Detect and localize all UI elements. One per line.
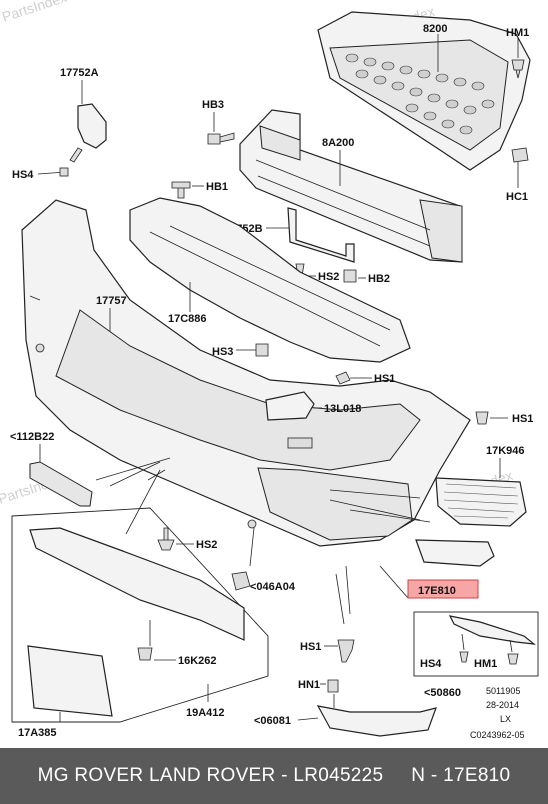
under-tray-part[interactable] [29,527,245,641]
screw-icon [157,527,175,551]
label-hs1[interactable]: HS1 [300,641,321,653]
screw-icon [255,343,269,357]
group-frame [413,611,539,677]
footer-bar: MG ROVER LAND ROVER - LR045225 N - 17E81… [0,748,548,804]
label-hb2[interactable]: HB2 [368,273,390,285]
label-hs4[interactable]: HS4 [12,169,34,181]
bumper-cover-part[interactable] [21,199,471,547]
ref-line: 5011905 [486,686,520,696]
label-17k946[interactable]: 17K946 [486,445,525,457]
label-hn1[interactable]: HN1 [298,679,320,691]
label-hm1[interactable]: HM1 [474,658,497,670]
fog-lamp-bezel-part[interactable] [415,539,495,567]
license-plate-bracket-part[interactable] [27,645,113,717]
label-hs1[interactable]: HS1 [512,413,533,425]
tow-cover-part[interactable] [265,391,315,421]
screw-icon [459,651,469,663]
fog-grille-part[interactable] [435,477,527,527]
bracket-part[interactable] [77,103,107,149]
label-17e810[interactable]: 17E810 [418,585,456,597]
label-17752a[interactable]: 17752A [60,67,99,79]
clip-icon [511,59,525,79]
label-8a200[interactable]: 8A200 [322,137,354,149]
ref-line: LX [500,714,511,724]
grille-part[interactable] [317,11,531,171]
label-hb3[interactable]: HB3 [202,99,224,111]
label-8200[interactable]: 8200 [423,23,447,35]
watermark: PartsIndex [0,0,69,25]
label-hm1[interactable]: HM1 [506,27,529,39]
screw-icon [337,639,355,663]
nut-icon [327,679,339,693]
label-06081[interactable]: <06081 [254,715,291,727]
trim-part[interactable] [316,705,437,737]
label-hc1[interactable]: HC1 [506,191,528,203]
label-hs2[interactable]: HS2 [196,539,217,551]
label-17757[interactable]: 17757 [96,295,127,307]
group-frame [11,507,269,723]
label-17c886[interactable]: 17C886 [168,313,207,325]
screw-icon [69,147,83,163]
label-19a412[interactable]: 19A412 [186,707,225,719]
label-50860[interactable]: <50860 [424,687,461,699]
label-112b22[interactable]: <112B22 [10,431,54,443]
bolt-icon [207,132,235,145]
clip-icon [137,647,153,661]
label-hs2[interactable]: HS2 [318,271,339,283]
clip-icon [511,147,529,163]
screw-icon [475,411,489,425]
label-13l018[interactable]: 13L018 [324,403,361,415]
label-16k262[interactable]: 16K262 [178,655,217,667]
reflector-part[interactable] [29,461,93,507]
footer-text: MG ROVER LAND ROVER - LR045225 N - 17E81… [37,765,511,786]
label-hb1[interactable]: HB1 [206,181,228,193]
label-hs3[interactable]: HS3 [212,346,233,358]
label-hs4[interactable]: HS4 [420,658,442,670]
highlight-box [407,579,479,599]
grommet-icon [231,571,251,591]
parts-diagram: PartsIndex PartsIndex PartsIndex PartsIn… [0,0,539,740]
absorber-part[interactable] [129,197,411,363]
bracket-part[interactable] [287,207,355,263]
bolt-icon [171,181,191,199]
nut-icon [59,167,69,177]
ref-line: C0243962-05 [470,730,525,740]
label-hs1[interactable]: HS1 [374,373,395,385]
label-046a04[interactable]: <046A04 [250,581,296,593]
bolt-icon [343,269,357,283]
screw-icon [335,371,351,385]
label-17a385[interactable]: 17A385 [18,727,57,739]
crossmember-part[interactable] [239,109,463,263]
bracket-part[interactable] [448,615,536,645]
clip-icon [507,653,519,665]
ref-line: 28-2014 [486,700,519,710]
